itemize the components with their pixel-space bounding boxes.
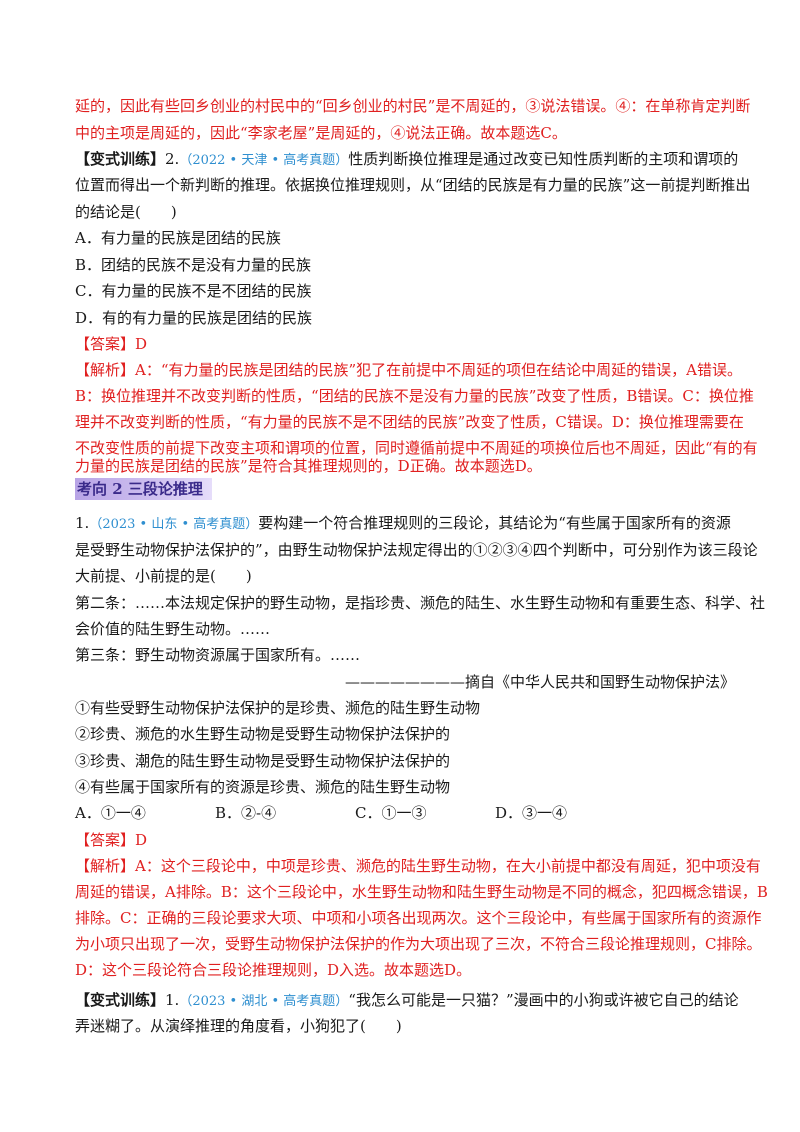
explanation-line-5: 力量的民族是团结的民族”是符合其推理规则的，D正确。故本题选D。 [75,457,542,475]
question-variant-1-stem-line-1: 【变式训练】1.（2023 • 湖北 • 高考真题）“我怎么可能是一只猫？”漫画… [75,990,739,1012]
variant-training-tag: 【变式训练】 [75,991,166,1009]
question-number: 1. [165,991,180,1009]
prev-explanation-line-1: 延的，因此有些回乡创业的村民中的“回乡创业的村民”是不周延的，③说法错误。④：在… [75,97,751,115]
answer-label: 【答案】D [75,831,148,849]
question-variant-1-stem-line-2: 弄迷糊了。从演绎推理的角度看，小狗犯了( ) [75,1017,402,1035]
law-article-3: 第三条：野生动物资源属于国家所有。…… [75,646,361,664]
option-d: D．有的有力量的民族是团结的民族 [75,309,313,327]
question-number: 2. [165,150,180,168]
question-stem-text: 要构建一个符合推理规则的三段论，其结论为“有些属于国家所有的资源 [258,514,731,532]
statement-1: ①有些受野生动物保护法保护的是珍贵、濒危的陆生野生动物 [75,699,481,717]
question-number: 1. [75,514,90,532]
statement-3: ③珍贵、潮危的陆生野生动物是受野生动物保护法保护的 [75,752,451,770]
question-1-stem-line-3: 大前提、小前提的是( ) [75,567,252,585]
statement-2: ②珍贵、濒危的水生野生动物是受野生动物保护法保护的 [75,725,451,743]
question-source: （2023 • 山东 • 高考真题） [89,517,259,532]
question-stem-text: 性质判断换位推理是通过改变已知性质判断的主项和谓项的 [348,150,739,168]
law-article-2-line-1: 第二条：……本法规定保护的野生动物，是指珍贵、濒危的陆生、水生野生动物和有重要生… [75,594,766,612]
explanation-line-3: 理并不改变判断的性质，“有力量的民族不是不团结的民族”改变了性质，C错误。D：换… [75,413,744,431]
option-b: B．团结的民族不是没有力量的民族 [75,256,312,274]
question-variant-2-stem-line-2: 位置而得出一个新判断的推理。依据换位推理规则，从“团结的民族是有力量的民族”这一… [75,176,751,194]
question-source: （2022 • 天津 • 高考真题） [179,153,349,168]
explanation-line-5: D：这个三段论符合三段论推理规则，D入选。故本题选D。 [75,961,472,979]
variant-training-tag: 【变式训练】 [75,150,166,168]
option-a: A．①一④ [75,804,146,822]
law-article-2-line-2: 会价值的陆生野生动物。…… [75,620,271,638]
section-heading: 考向 2 三段论推理 [75,478,212,500]
option-b: B．②-④ [215,804,277,822]
options-row: A．①一④ B．②-④ C．①一③ D．③一④ [75,803,735,825]
question-1-stem-line-1: 1.（2023 • 山东 • 高考真题）要构建一个符合推理规则的三段论，其结论为… [75,513,735,535]
answer-label: 【答案】D [75,335,148,353]
option-c: C．有力量的民族不是不团结的民族 [75,282,312,300]
option-a: A．有力量的民族是团结的民族 [75,229,281,247]
option-d: D．③一④ [495,804,568,822]
prev-explanation-line-2: 中的主项是周延的，因此“李家老屋”是周延的，④说法正确。故本题选C。 [75,124,567,142]
question-source: （2023 • 湖北 • 高考真题） [179,994,349,1009]
question-1-stem-line-2: 是受野生动物保护法保护的”，由野生动物保护法规定得出的①②③④四个判断中，可分别… [75,541,758,559]
citation-line: ————————摘自《中华人民共和国野生动物保护法》 [344,673,735,691]
question-variant-2-stem-line-3: 的结论是( ) [75,203,177,221]
question-variant-2-stem-line-1: 【变式训练】2.（2022 • 天津 • 高考真题）性质判断换位推理是通过改变已… [75,149,739,171]
explanation-line-2: 周延的错误，A排除。B：这个三段论中，水生野生动物和陆生野生动物是不同的概念，犯… [75,883,768,901]
explanation-line-1: 【解析】A：这个三段论中，中项是珍贵、濒危的陆生野生动物，在大小前提中都没有周延… [75,857,761,875]
option-c: C．①一③ [355,804,427,822]
explanation-line-2: B：换位推理并不改变判断的性质，“团结的民族不是没有力量的民族”改变了性质，B错… [75,387,754,405]
explanation-line-3: 排除。C：正确的三段论要求大项、中项和小项各出现两次。这个三段论中，有些属于国家… [75,909,762,927]
statement-4: ④有些属于国家所有的资源是珍贵、濒危的陆生野生动物 [75,778,451,796]
explanation-line-4: 不改变性质的前提下改变主项和谓项的位置，同时遵循前提中不周延的项换位后也不周延，… [75,439,758,457]
explanation-line-1: 【解析】A：“有力量的民族是团结的民族”犯了在前提中不周延的项但在结论中周延的错… [75,361,743,379]
question-stem-text: “我怎么可能是一只猫？”漫画中的小狗或许被它自己的结论 [348,991,739,1009]
explanation-line-4: 为小项只出现了一次，受野生动物保护法保护的作为大项出现了三次，不符合三段论推理规… [75,935,762,953]
